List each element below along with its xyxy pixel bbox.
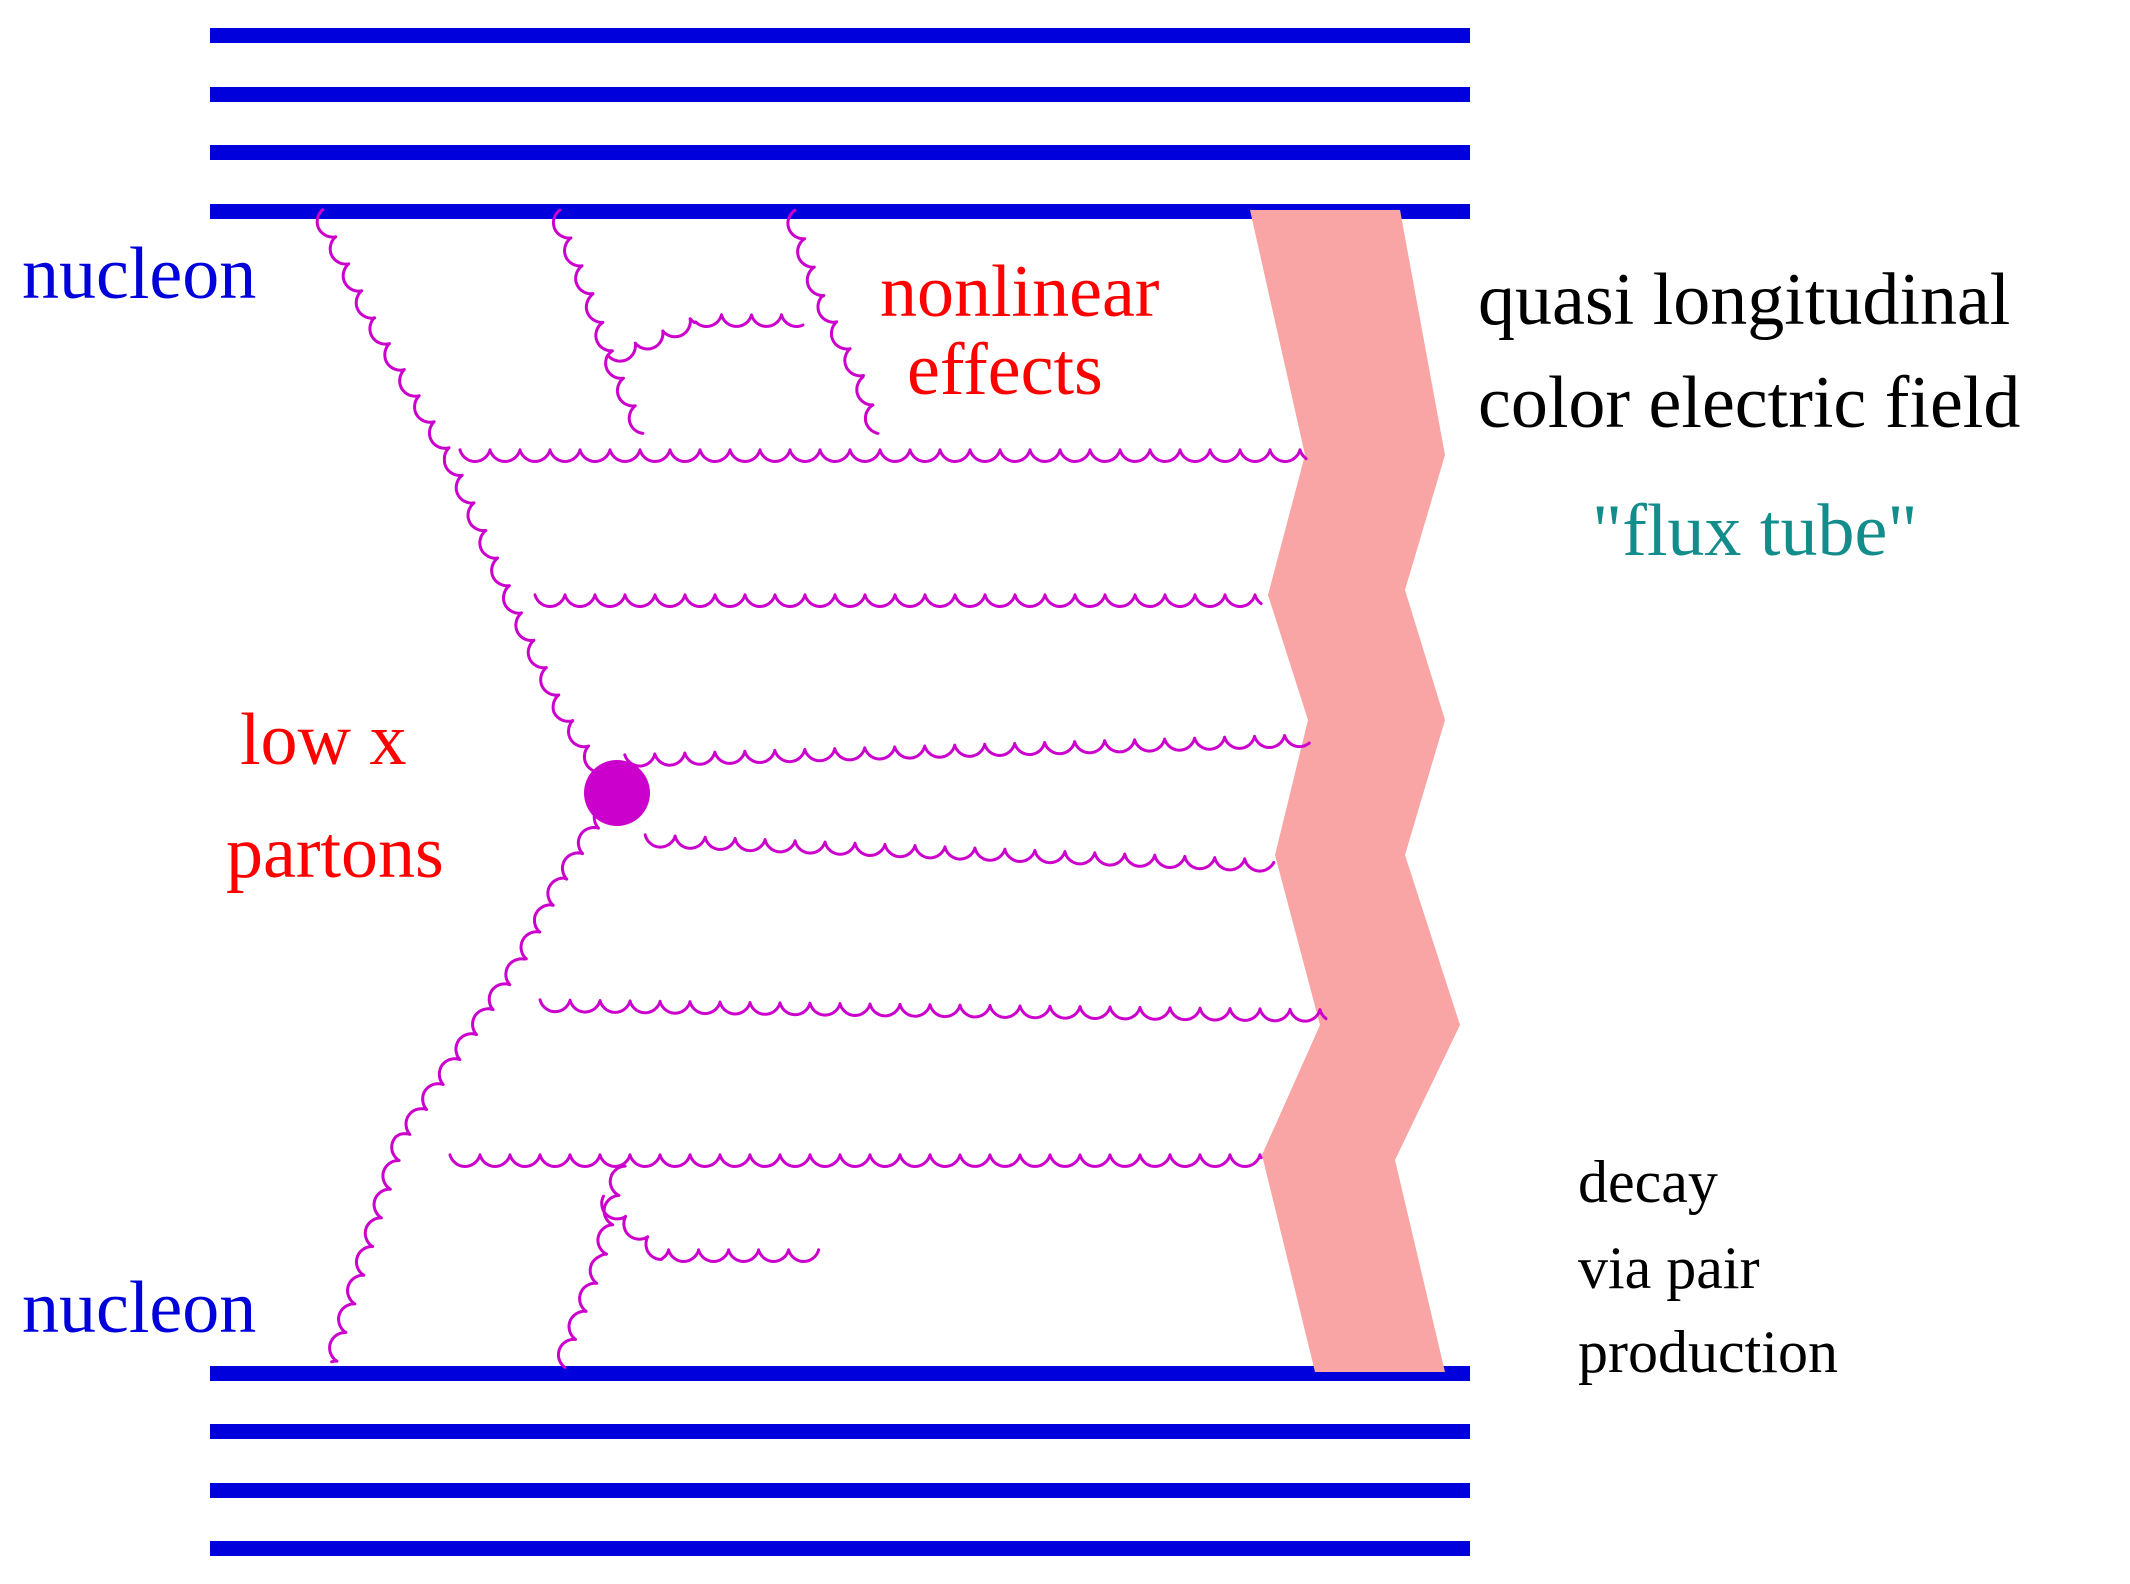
- nonlinear-label: nonlinear: [880, 251, 1159, 333]
- gluon-branch-top-a: [551, 208, 645, 435]
- nucleon-top-label: nucleon: [22, 233, 256, 315]
- decay-label-line3: production: [1578, 1319, 1838, 1385]
- gluon-horizontal-4: [643, 833, 1276, 873]
- gluon-horizontal-2: [533, 593, 1263, 608]
- gluon-branch-bottom: [556, 1164, 627, 1369]
- low-x-label: low x: [240, 699, 407, 781]
- gluon-trunk-lower: [328, 800, 616, 1364]
- nucleon-line: [210, 1366, 1470, 1381]
- gluon-horizontal-1: [458, 448, 1308, 463]
- gluon-lines: [315, 208, 1328, 1369]
- flux-tube-label: "flux tube": [1592, 490, 1918, 572]
- nucleon-bottom-label: nucleon: [22, 1267, 256, 1349]
- nucleon-line: [210, 145, 1470, 160]
- nucleon-top-lines: [210, 28, 1470, 219]
- decay-label-line1: decay: [1578, 1149, 1718, 1215]
- gluon-horizontal-3: [623, 734, 1311, 768]
- nucleon-bottom-lines: [210, 1366, 1470, 1556]
- gluon-branch-stub: [600, 1194, 821, 1263]
- gluon-arc-nonlinear: [606, 313, 805, 363]
- gluon-branch-top-b: [786, 208, 880, 435]
- nucleon-line: [210, 28, 1470, 43]
- gluon-trunk-upper: [315, 208, 609, 797]
- field-label-line1: quasi longitudinal: [1478, 259, 2010, 341]
- nucleon-line: [210, 1424, 1470, 1439]
- nucleon-line: [210, 87, 1470, 102]
- gluon-horizontal-5: [538, 998, 1328, 1023]
- nucleon-line: [210, 1483, 1470, 1498]
- nucleon-line: [210, 204, 1470, 219]
- field-label-line2: color electric field: [1478, 362, 2020, 444]
- nucleon-line: [210, 1541, 1470, 1556]
- flux-tube: [1250, 210, 1460, 1372]
- gluon-horizontal-6: [448, 1153, 1263, 1168]
- effects-label: effects: [907, 329, 1103, 411]
- partons-label: partons: [226, 812, 444, 894]
- gluon-vertex: [584, 760, 650, 826]
- decay-label-line2: via pair: [1578, 1235, 1760, 1301]
